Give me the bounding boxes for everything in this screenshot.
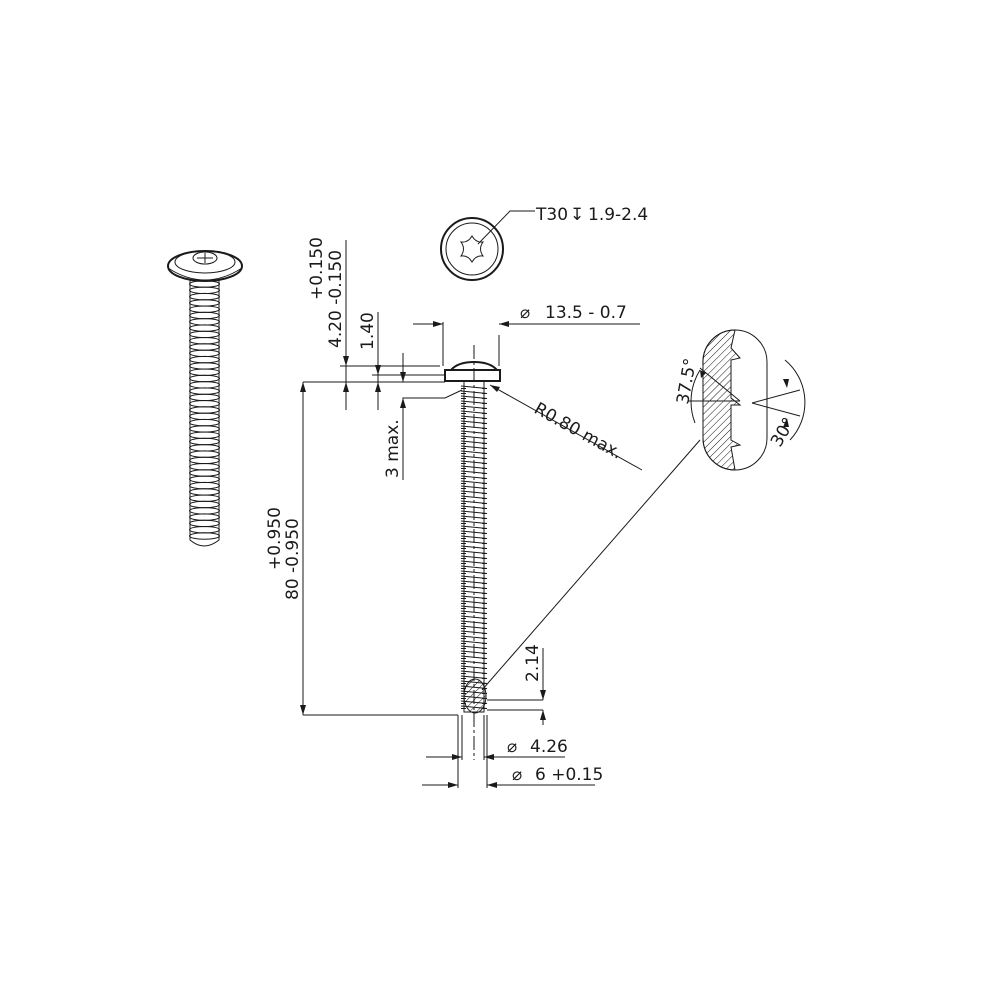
- head-diameter-value: 13.5 - 0.7: [545, 303, 627, 323]
- length-dimension: 80 -0.950 +0.950: [265, 381, 458, 716]
- length-value: 80 -0.950: [283, 518, 303, 600]
- torx-drive-icon: [459, 234, 485, 264]
- core-diameter-dimension: ⌀ 4.26: [426, 715, 568, 760]
- diameter-symbol: ⌀: [520, 303, 530, 323]
- detail-callout-circle: [463, 678, 487, 714]
- top-view-head: T30 ↧ 1.9-2.4: [440, 205, 648, 281]
- thread-diameter-value: 6 +0.15: [535, 765, 603, 785]
- underhead-value: 3 max.: [383, 419, 403, 478]
- head-height-value: 4.20 -0.150: [326, 250, 346, 348]
- thread-diameter-dimension: ⌀ 6 +0.15: [422, 715, 603, 788]
- drive-depth-label: 1.9-2.4: [588, 205, 648, 225]
- side-view-screw: [444, 345, 501, 760]
- head-height-upper-tolerance: +0.150: [307, 237, 327, 300]
- radius-value: R0.80 max.: [531, 399, 626, 464]
- washer-height-value: 1.40: [358, 312, 378, 350]
- underhead-dimension: 3 max.: [383, 353, 463, 480]
- torx-recess-icon: [192, 251, 218, 265]
- head-height-dimension: 4.20 -0.150 +0.150: [307, 237, 440, 410]
- depth-symbol: ↧: [570, 205, 584, 225]
- core-diameter-value: 4.26: [530, 737, 568, 757]
- length-upper-tolerance: +0.950: [265, 507, 285, 570]
- washer-height-dimension: 1.40: [358, 312, 445, 410]
- flank-angle-value: 37.5°: [673, 357, 701, 406]
- head-diameter-dimension: ⌀ 13.5 - 0.7: [413, 303, 640, 366]
- tip-angle-value: 30°: [767, 414, 799, 450]
- tip-length-value: 2.14: [523, 644, 543, 682]
- diameter-symbol: ⌀: [512, 765, 522, 785]
- diameter-symbol: ⌀: [507, 737, 517, 757]
- drive-type-label: T30: [535, 205, 568, 225]
- isometric-screw-view: [167, 250, 243, 547]
- tip-length-dimension: 2.14: [487, 644, 546, 725]
- radius-dimension: R0.80 max.: [489, 384, 643, 471]
- thread-profile-detail: 37.5° 30°: [481, 329, 806, 691]
